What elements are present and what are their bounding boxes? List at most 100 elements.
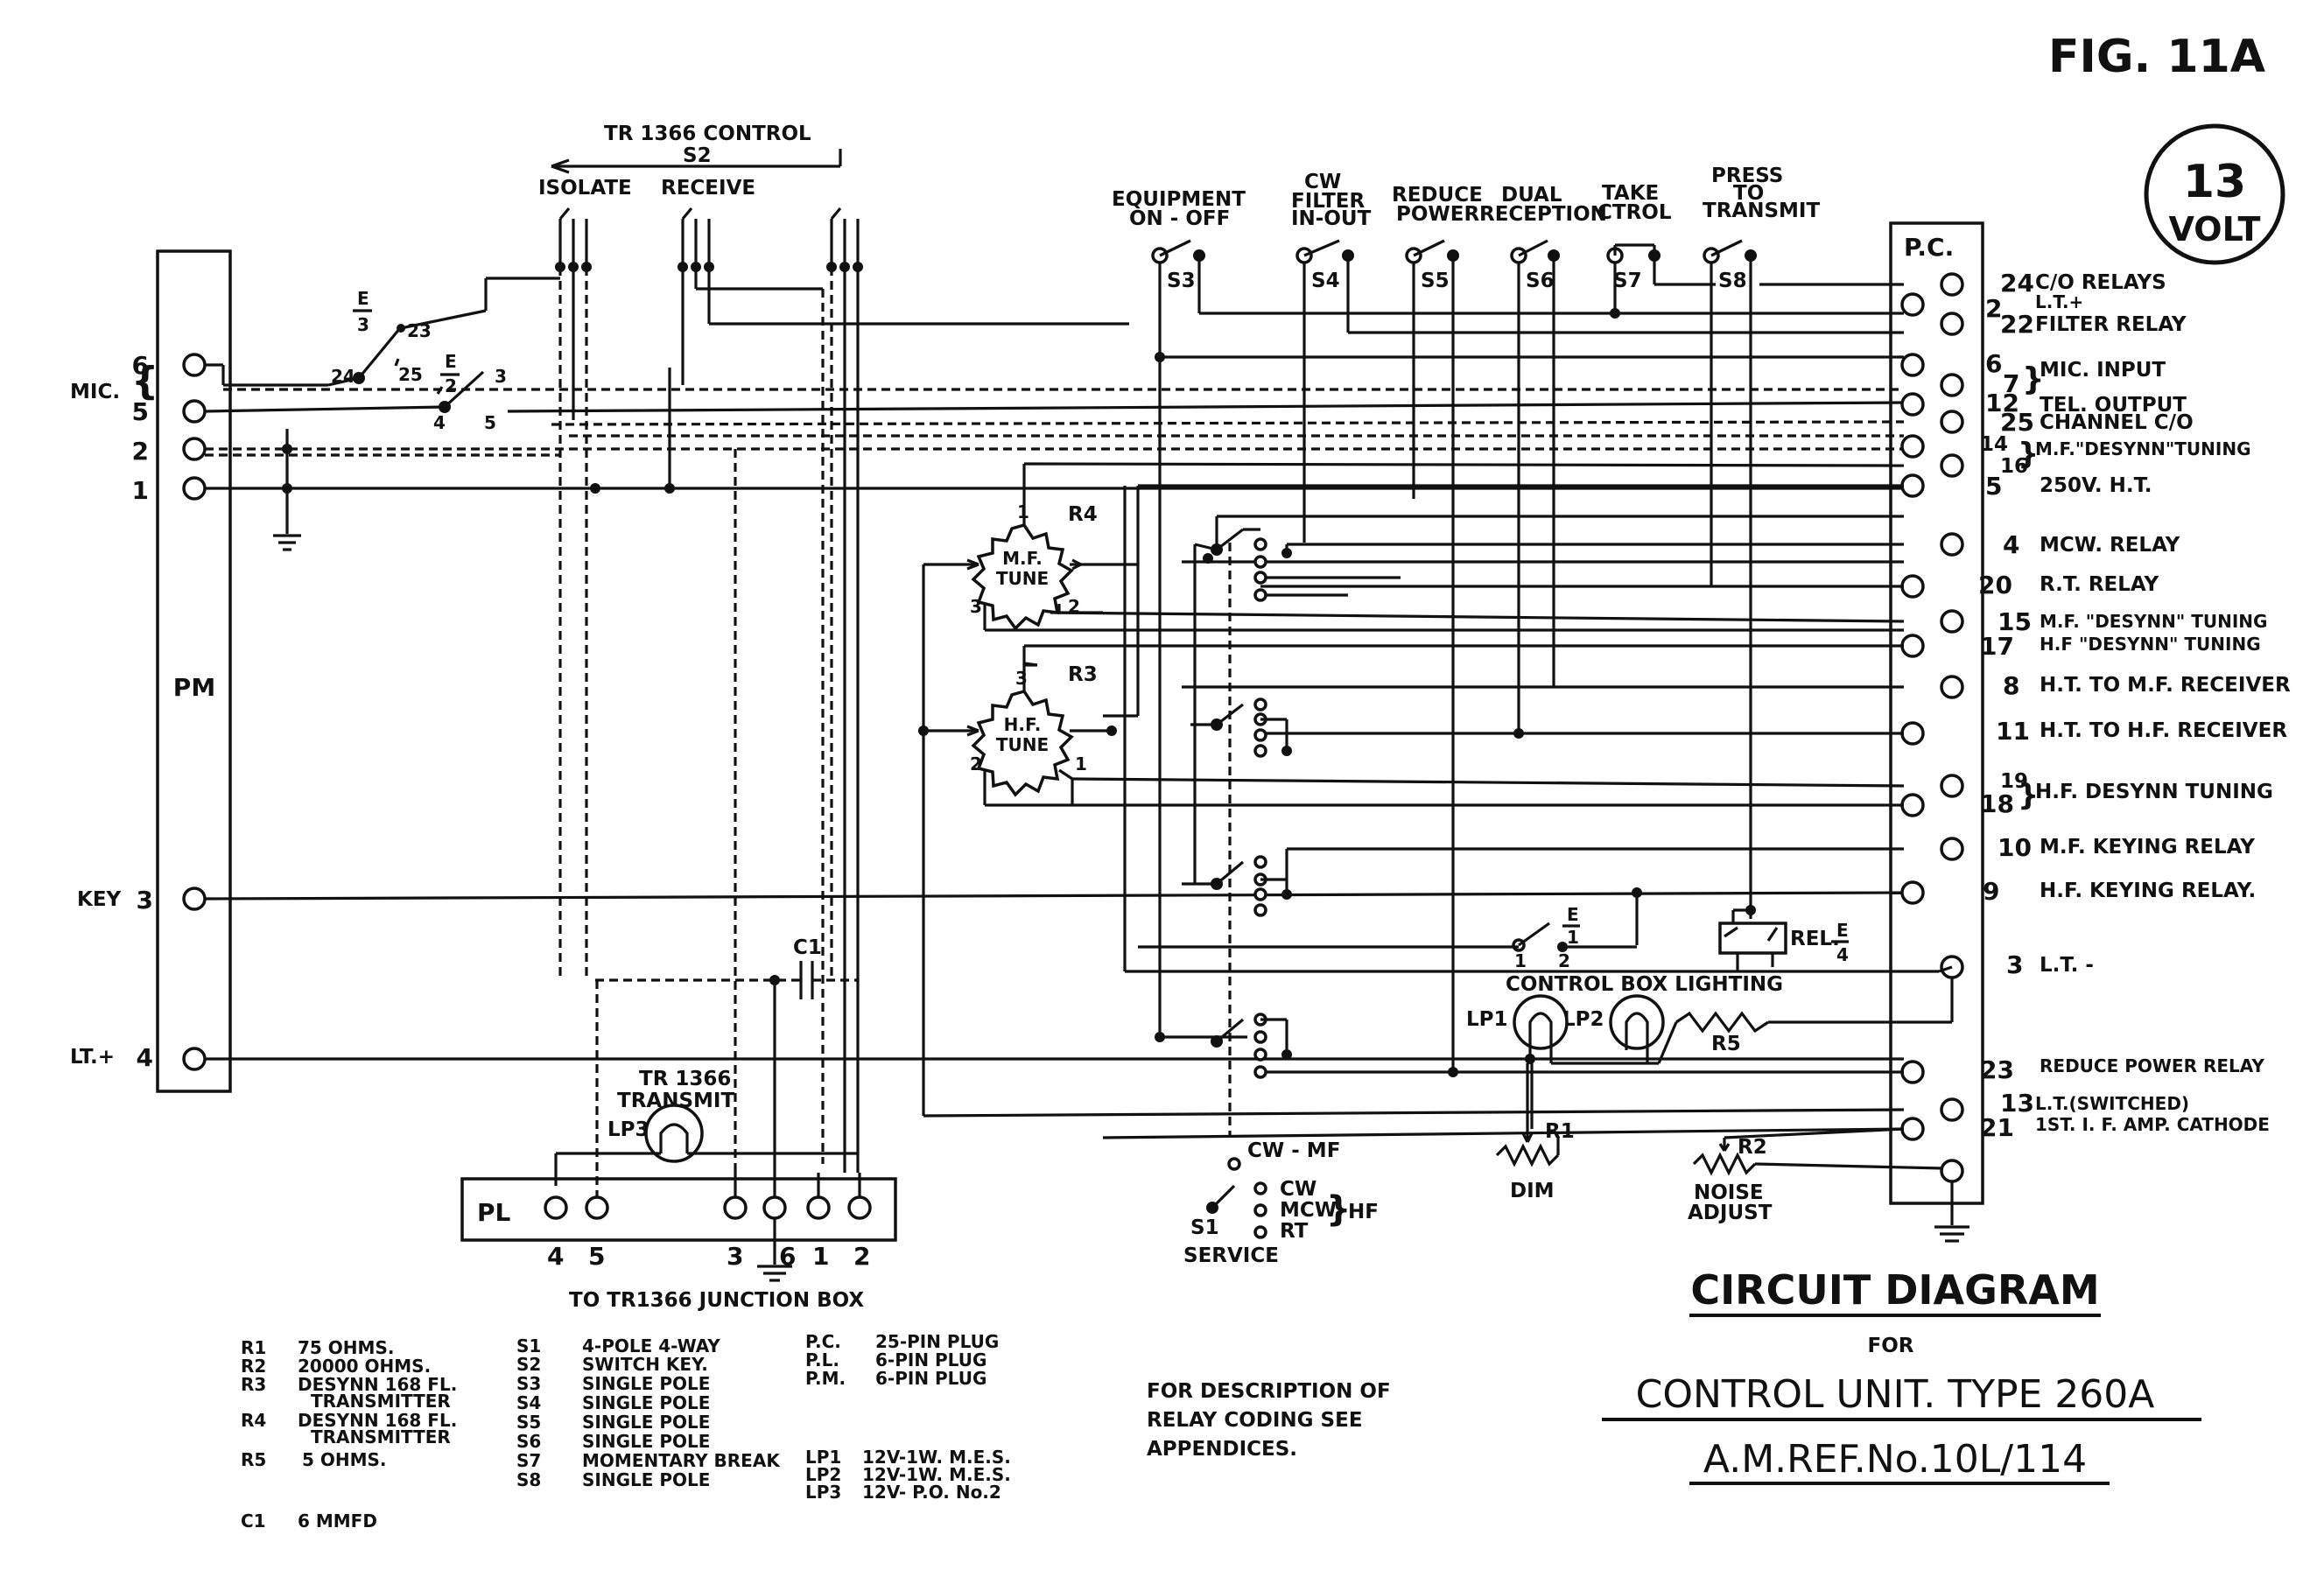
pc-pin-labels: 24 C/O RELAYS 2 L.T.+ 22 FILTER RELAY 6 … — [1978, 269, 2291, 1142]
svg-text:APPENDICES.: APPENDICES. — [1147, 1438, 1297, 1461]
svg-text:2: 2 — [445, 375, 457, 396]
svg-text:6-PIN PLUG: 6-PIN PLUG — [875, 1349, 986, 1370]
pl-pin-number: 5 — [588, 1242, 605, 1271]
svg-text:2: 2 — [1558, 950, 1570, 971]
svg-text:H.T. TO H.F. RECEIVER: H.T. TO H.F. RECEIVER — [2040, 719, 2287, 742]
svg-text:HF: HF — [1348, 1201, 1379, 1223]
tr1366-control-switch: TR 1366 CONTROL S2 ISOLATE RECEIVE — [484, 123, 1129, 1173]
svg-text:TUNE: TUNE — [996, 734, 1049, 755]
svg-text:}: } — [2018, 778, 2039, 813]
svg-text:5 OHMS.: 5 OHMS. — [302, 1449, 387, 1470]
svg-text:2: 2 — [1985, 294, 2002, 323]
pl-terminal — [544, 1195, 568, 1220]
pc-block: P.C. — [1889, 221, 1984, 1243]
svg-text:S3: S3 — [1167, 270, 1196, 292]
svg-text:SINGLE POLE: SINGLE POLE — [582, 1469, 710, 1490]
svg-text:25: 25 — [2000, 408, 2034, 437]
voltage-badge-unit: VOLT — [2169, 210, 2261, 249]
title-line-3: CONTROL UNIT. TYPE 260A — [1636, 1372, 2155, 1417]
pc-wiring — [922, 352, 1953, 1139]
svg-text:CW - MF: CW - MF — [1247, 1139, 1340, 1162]
pl-pin-number: 3 — [727, 1242, 743, 1271]
svg-text:R1: R1 — [1545, 1120, 1575, 1143]
voltage-badge-value: 13 — [2183, 156, 2246, 208]
svg-text:10: 10 — [1998, 833, 2032, 862]
svg-text:S8: S8 — [516, 1469, 541, 1490]
pm-terminal — [182, 1047, 207, 1071]
mf-tune-transmitter: M.F. TUNE R4 1 3 2 — [923, 462, 1905, 632]
svg-text:MCW: MCW — [1280, 1199, 1337, 1222]
svg-text:SINGLE POLE: SINGLE POLE — [582, 1412, 710, 1433]
svg-text:ON - OFF: ON - OFF — [1129, 207, 1230, 230]
svg-text:H.F. KEYING RELAY.: H.F. KEYING RELAY. — [2040, 880, 2256, 902]
figure-label: FIG. 11A — [2048, 31, 2265, 83]
svg-text:12: 12 — [1985, 389, 2019, 417]
svg-text:M.F. KEYING RELAY: M.F. KEYING RELAY — [2040, 836, 2255, 859]
svg-text:21: 21 — [1980, 1113, 2014, 1142]
svg-text:M.F.: M.F. — [1002, 548, 1043, 569]
svg-text:1ST. I. F. AMP. CATHODE: 1ST. I. F. AMP. CATHODE — [2035, 1114, 2270, 1135]
pm-pin-number: 3 — [137, 886, 153, 915]
svg-text:P.L.: P.L. — [805, 1349, 839, 1370]
svg-text:6-PIN PLUG: 6-PIN PLUG — [875, 1368, 986, 1389]
pm-mic-brace: { — [131, 359, 158, 403]
svg-text:20: 20 — [1978, 571, 2012, 599]
pm-pin-number: 6 — [132, 351, 149, 380]
switch-s3: S3 — [1151, 239, 1904, 357]
title-line-2: FOR — [1868, 1335, 1914, 1357]
svg-text:TEL. OUTPUT: TEL. OUTPUT — [2040, 394, 2187, 417]
resistor-r2-noise-adjust: R2 NOISE ADJUST — [1688, 1127, 1944, 1224]
svg-text:R4: R4 — [1068, 503, 1098, 526]
svg-text:TRANSMIT: TRANSMIT — [1703, 200, 1820, 222]
svg-text:TAKE: TAKE — [1602, 182, 1659, 205]
svg-text:13: 13 — [2000, 1089, 2034, 1118]
pl-pin-number: 2 — [853, 1242, 870, 1271]
svg-text:3: 3 — [495, 366, 507, 387]
svg-text:MOMENTARY BREAK: MOMENTARY BREAK — [582, 1450, 781, 1471]
relay-coding-note: FOR DESCRIPTION OF RELAY CODING SEE APPE… — [1147, 1380, 1391, 1461]
svg-text:R2: R2 — [241, 1356, 266, 1377]
pm-terminal — [182, 437, 207, 461]
svg-text:SINGLE POLE: SINGLE POLE — [582, 1431, 710, 1452]
ground-symbol — [273, 488, 301, 551]
svg-text:H.T. TO M.F. RECEIVER: H.T. TO M.F. RECEIVER — [2040, 674, 2291, 697]
svg-text:S8: S8 — [1718, 270, 1747, 292]
svg-text:L.T. -: L.T. - — [2040, 954, 2094, 977]
svg-text:REDUCE POWER RELAY: REDUCE POWER RELAY — [2040, 1055, 2264, 1076]
svg-text:1: 1 — [1075, 753, 1087, 774]
tr-control-label: TR 1366 CONTROL — [604, 123, 811, 145]
svg-text:SWITCH KEY.: SWITCH KEY. — [582, 1354, 708, 1375]
svg-text:1: 1 — [1567, 927, 1579, 948]
svg-text:MCW. RELAY: MCW. RELAY — [2040, 534, 2180, 557]
svg-text:L.T.+: L.T.+ — [2035, 291, 2083, 312]
svg-text:POWER: POWER — [1396, 203, 1479, 226]
svg-text:PRESS: PRESS — [1711, 165, 1783, 187]
svg-text:S7: S7 — [516, 1450, 541, 1471]
svg-text:75 OHMS.: 75 OHMS. — [298, 1337, 394, 1358]
voltage-badge: 13 VOLT — [2144, 123, 2285, 265]
pl-terminal — [723, 1195, 748, 1220]
component-legend: R1 75 OHMS. R2 20000 OHMS. R3 DESYNN 168… — [241, 1331, 1011, 1531]
control-box-lighting: CONTROL BOX LIGHTING LP1 LP2 R5 — [1466, 973, 1954, 1129]
svg-text:4: 4 — [2003, 530, 2019, 559]
svg-text:R5: R5 — [1711, 1033, 1741, 1055]
svg-text:6: 6 — [1985, 349, 2002, 378]
svg-text:15: 15 — [1998, 607, 2032, 636]
svg-text:S2: S2 — [516, 1354, 541, 1375]
svg-text:DESYNN 168 FL.: DESYNN 168 FL. — [298, 1410, 457, 1431]
svg-text:25-PIN PLUG: 25-PIN PLUG — [875, 1331, 999, 1352]
svg-text:H.F. DESYNN TUNING: H.F. DESYNN TUNING — [2035, 781, 2273, 803]
pm-pin-number: 2 — [132, 437, 149, 466]
capacitor-c1: C1 — [595, 449, 858, 1199]
svg-text:L.T.(SWITCHED): L.T.(SWITCHED) — [2035, 1093, 2189, 1114]
svg-text:3: 3 — [1015, 668, 1028, 689]
pc-terminals — [1900, 272, 1964, 1183]
svg-text:1: 1 — [1514, 950, 1527, 971]
svg-text:SINGLE POLE: SINGLE POLE — [582, 1392, 710, 1413]
svg-text:S4: S4 — [516, 1392, 541, 1413]
pl-terminal — [585, 1195, 609, 1220]
svg-text:DESYNN 168 FL.: DESYNN 168 FL. — [298, 1374, 457, 1395]
svg-text:8: 8 — [2003, 671, 2019, 700]
switch-s4: S4 — [1295, 239, 1904, 543]
svg-text:E: E — [357, 288, 369, 309]
